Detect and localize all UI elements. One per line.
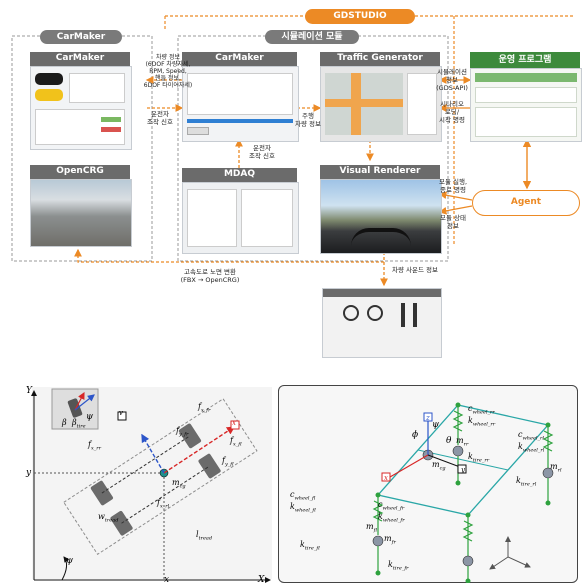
- wheel-fr: [198, 453, 221, 479]
- carmaker-screenshot: [30, 66, 132, 150]
- label-psi: ψ: [66, 556, 74, 566]
- carmaker-box-header: CarMaker: [30, 52, 130, 66]
- car-icon-yellow: [35, 89, 63, 101]
- label-v-box: v: [119, 409, 123, 417]
- opencrg-box-header: OpenCRG: [30, 165, 130, 179]
- car-icon-black: [35, 73, 63, 85]
- label-m-fl: mfl: [366, 522, 377, 534]
- label-beta: β: [62, 418, 67, 427]
- wheel-rl: [90, 480, 113, 506]
- label-f-y-fr: fy_fr: [176, 426, 189, 438]
- x-body-axis: [163, 426, 236, 474]
- label-f-x-fr: fx_fr: [198, 402, 211, 414]
- label-Y: Y: [26, 386, 32, 396]
- vehicle-info-label: 차량 정보 (6DOF 차량자세, RPM, Speed, 핸들 정보, 6DO…: [143, 54, 193, 89]
- label-l-tread: ltread: [196, 530, 213, 542]
- opencrg-road-image: [30, 179, 132, 247]
- visual-renderer-header: Visual Renderer: [320, 165, 440, 179]
- carmaker-module-header: CarMaker: [182, 52, 297, 66]
- label-k-tire-rl: ktire_rl: [516, 476, 537, 488]
- label-y-box-right: y: [461, 466, 465, 474]
- driving-vehicle-info-label: 주행 차량 정보: [295, 112, 321, 128]
- label-f-y-fl: fy_fl: [222, 456, 234, 468]
- label-k-wheel-fl: kwheel_fl: [290, 502, 316, 514]
- label-c-wheel-rr: cwheel_rr: [468, 404, 495, 416]
- label-k-wheel-rl: kwheel_rl: [518, 442, 545, 454]
- label-m-fr: mfr: [384, 534, 396, 546]
- label-k-wheel-rr: kwheel_rr: [468, 416, 496, 428]
- label-c-wheel-fr: cwheel_fr: [378, 500, 405, 512]
- gdstudio-badge: GDSTUDIO: [305, 9, 415, 24]
- label-phi: ϕ: [412, 430, 419, 440]
- vehicle-frame: [63, 398, 258, 555]
- architecture-connectors: [11, 15, 575, 287]
- ops-program-header: 운영 프로그램: [470, 52, 580, 68]
- label-x-box: x: [232, 419, 236, 427]
- label-f-x-rr: fx_rr: [88, 440, 102, 452]
- planar-vehicle-model: [31, 387, 272, 583]
- module-status-label: 모듈 상태 정보: [440, 214, 466, 230]
- wheel-fl: [178, 423, 202, 449]
- carmaker-module-screenshot: [182, 66, 299, 142]
- label-m-rr: mrr: [456, 436, 469, 448]
- label-m-cg-right: mcg: [432, 460, 446, 472]
- agent-node: Agent: [472, 190, 580, 216]
- scenario-command-label: 시나리오 로딩/ 시작 명령: [439, 100, 465, 124]
- traffic-generator-header: Traffic Generator: [320, 52, 440, 66]
- label-x-coord: x: [164, 575, 170, 585]
- traffic-generator-screenshot: [320, 66, 442, 142]
- label-x-box-right: x: [384, 474, 388, 482]
- module-exec-label: 모듈 실행, 종료 명령: [438, 178, 468, 194]
- label-k-tire-fr: ktire_fr: [388, 560, 409, 572]
- label-m-rl: mrl: [550, 462, 562, 474]
- label-k-wheel-fr: kwheel_fr: [378, 512, 405, 524]
- carmaker-group-label: CarMaker: [40, 30, 122, 44]
- suspension-model: [372, 402, 554, 583]
- label-psi-inset: ψ: [86, 412, 94, 422]
- label-X: X: [258, 575, 265, 585]
- highway-conversion-label: 고속도로 노면 변환 (FBX → OpenCRG): [180, 268, 240, 284]
- visual-renderer-screenshot: [320, 179, 442, 254]
- label-f-x-rl: fx_rl: [157, 498, 170, 510]
- vehicle-sound-screenshot: [322, 288, 442, 358]
- sim-info-label: 시뮬레이션 정보 (GDS-API): [436, 68, 468, 92]
- label-c-wheel-rl: cwheel_rl: [518, 430, 544, 442]
- wheel-rr: [110, 510, 133, 536]
- label-psi-right: ψ: [432, 420, 440, 430]
- vehicle-sound-label: 차량 사운드 정보: [392, 266, 438, 274]
- label-w-tread: wtread: [98, 512, 119, 524]
- sim-module-group-label: 시뮬레이션 모듈: [265, 30, 359, 44]
- label-theta: θ: [446, 436, 452, 446]
- ops-program-screenshot: [470, 68, 582, 142]
- mdaq-header: MDAQ: [182, 168, 297, 182]
- label-f-x-fl: fx_fl: [230, 436, 242, 448]
- label-m-cg: mcg: [172, 478, 186, 490]
- label-y-coord: y: [26, 468, 32, 478]
- driver-signal-label-left: 운전자 조작 신호: [147, 110, 173, 126]
- mdaq-screenshot: [182, 182, 299, 254]
- label-k-tire-fl: ktire_fl: [300, 540, 320, 552]
- label-beta-tire: βtire: [72, 418, 86, 430]
- label-c-wheel-fl: cwheel_fl: [290, 490, 316, 502]
- label-k-tire-rr: ktire_rr: [468, 452, 490, 464]
- label-z-box: z: [426, 414, 430, 422]
- v-velocity-axis: [141, 433, 165, 474]
- driver-signal-label-mdaq: 운전자 조작 신호: [249, 144, 275, 160]
